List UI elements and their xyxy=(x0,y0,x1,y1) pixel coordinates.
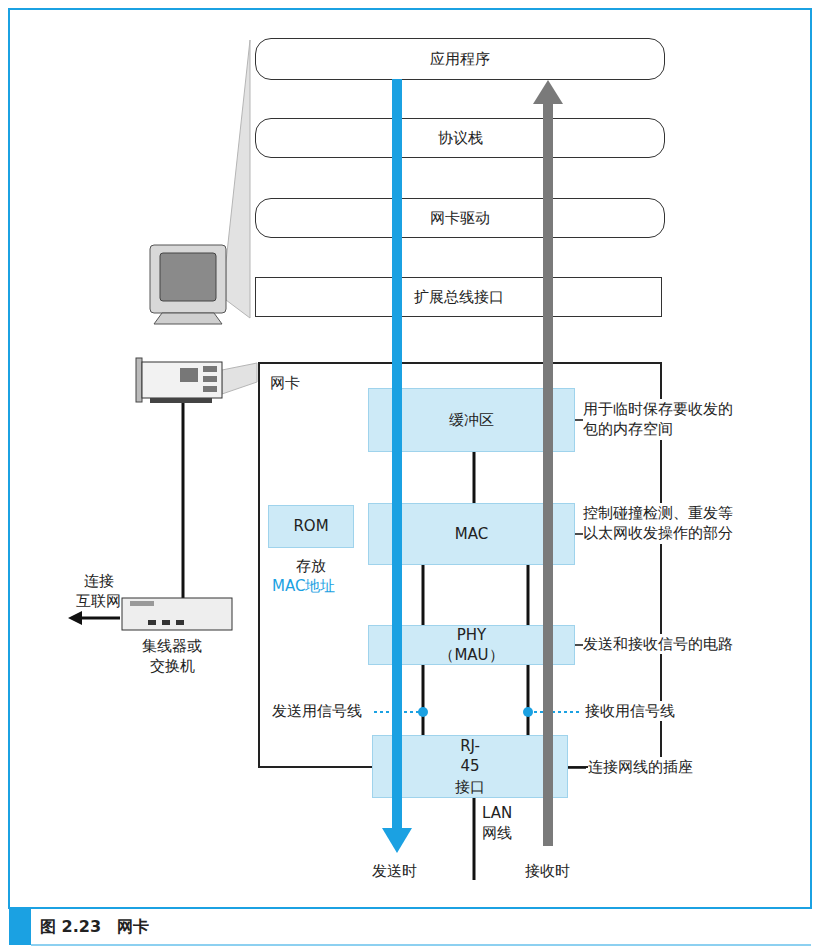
signal-line xyxy=(527,665,530,735)
annotation-label: LAN 网线 xyxy=(482,803,512,844)
figure-caption: 图 2.23 网卡 xyxy=(40,917,149,938)
annotation-label: 接收时 xyxy=(525,861,570,881)
send-arrowhead xyxy=(382,828,412,853)
caption-tab xyxy=(9,908,31,945)
box-text: 网卡驱动 xyxy=(430,208,490,228)
signal-dot xyxy=(418,707,428,717)
part-box: ROM xyxy=(268,505,354,548)
annotation-label: 控制碰撞检测、重发等 以太网收发操作的部分 xyxy=(583,503,733,544)
cable xyxy=(182,403,185,598)
monitor-base xyxy=(154,313,222,324)
monitor-screen xyxy=(160,253,216,301)
box-text: RJ-45 接口 xyxy=(455,736,485,797)
box-text: 扩展总线接口 xyxy=(414,287,504,307)
part-box: MAC xyxy=(368,503,575,565)
signal-dot xyxy=(523,707,533,717)
hub-port xyxy=(162,620,170,625)
leader-line xyxy=(568,767,586,769)
card-chip xyxy=(203,376,217,382)
hub-body xyxy=(122,598,232,630)
signal-line xyxy=(422,665,425,735)
leader-line xyxy=(575,644,583,646)
leader-line xyxy=(575,419,583,421)
leader-dotted xyxy=(374,711,423,713)
annotation-label: 集线器或 交换机 xyxy=(142,636,202,677)
annotation-label: 连接 互联网 xyxy=(76,571,121,612)
receive-arrowhead xyxy=(533,80,563,104)
send-arrow xyxy=(392,79,402,831)
zoom-wedge xyxy=(226,40,250,318)
box-text: 应用程序 xyxy=(430,49,490,69)
card-bracket xyxy=(136,358,142,402)
box-text: 缓冲区 xyxy=(449,410,494,430)
uplink-arrowhead xyxy=(68,611,82,625)
receive-arrow xyxy=(543,100,553,846)
card-chip xyxy=(203,386,217,392)
part-box: 缓冲区 xyxy=(368,388,575,452)
hub-port xyxy=(176,620,184,625)
zoom-wedge xyxy=(222,363,257,394)
lan-cable xyxy=(473,798,476,880)
bus-box: 扩展总线接口 xyxy=(255,277,662,317)
layer-box: 应用程序 xyxy=(255,38,665,80)
box-text: 协议栈 xyxy=(438,128,483,148)
layer-box: 协议栈 xyxy=(255,118,665,158)
connector-box: RJ-45 接口 xyxy=(372,735,568,798)
leader-line xyxy=(575,533,583,535)
card-chip xyxy=(203,366,217,372)
caption-rule xyxy=(31,945,811,946)
signal-line xyxy=(527,565,530,625)
annotation-label: 发送和接收信号的电路 xyxy=(583,634,733,654)
signal-line xyxy=(422,565,425,625)
part-box: PHY（MAU） xyxy=(368,625,575,665)
box-text: MAC xyxy=(455,524,488,544)
card-chip xyxy=(180,368,198,382)
annotation-label: MAC地址 xyxy=(272,576,335,596)
annotation-label: 接收用信号线 xyxy=(585,701,675,721)
leader-dotted xyxy=(528,711,582,713)
annotation-label: 发送时 xyxy=(372,861,417,881)
box-text: 网卡 xyxy=(270,373,300,393)
signal-line xyxy=(473,452,476,503)
card-board xyxy=(142,362,222,398)
box-text: ROM xyxy=(293,516,328,536)
card-pins xyxy=(150,398,212,403)
annotation-label: 存放 xyxy=(296,556,326,576)
uplink-line xyxy=(80,617,120,620)
annotation-label: 连接网线的插座 xyxy=(588,757,693,777)
monitor-body xyxy=(150,245,226,313)
layer-box: 网卡驱动 xyxy=(255,198,665,238)
annotation-label: 用于临时保存要收发的 包的内存空间 xyxy=(583,399,733,440)
hub-port xyxy=(148,620,156,625)
box-text: PHY（MAU） xyxy=(439,625,503,666)
frame xyxy=(9,9,811,908)
annotation-label: 发送用信号线 xyxy=(272,701,362,721)
hub-led xyxy=(130,601,154,606)
